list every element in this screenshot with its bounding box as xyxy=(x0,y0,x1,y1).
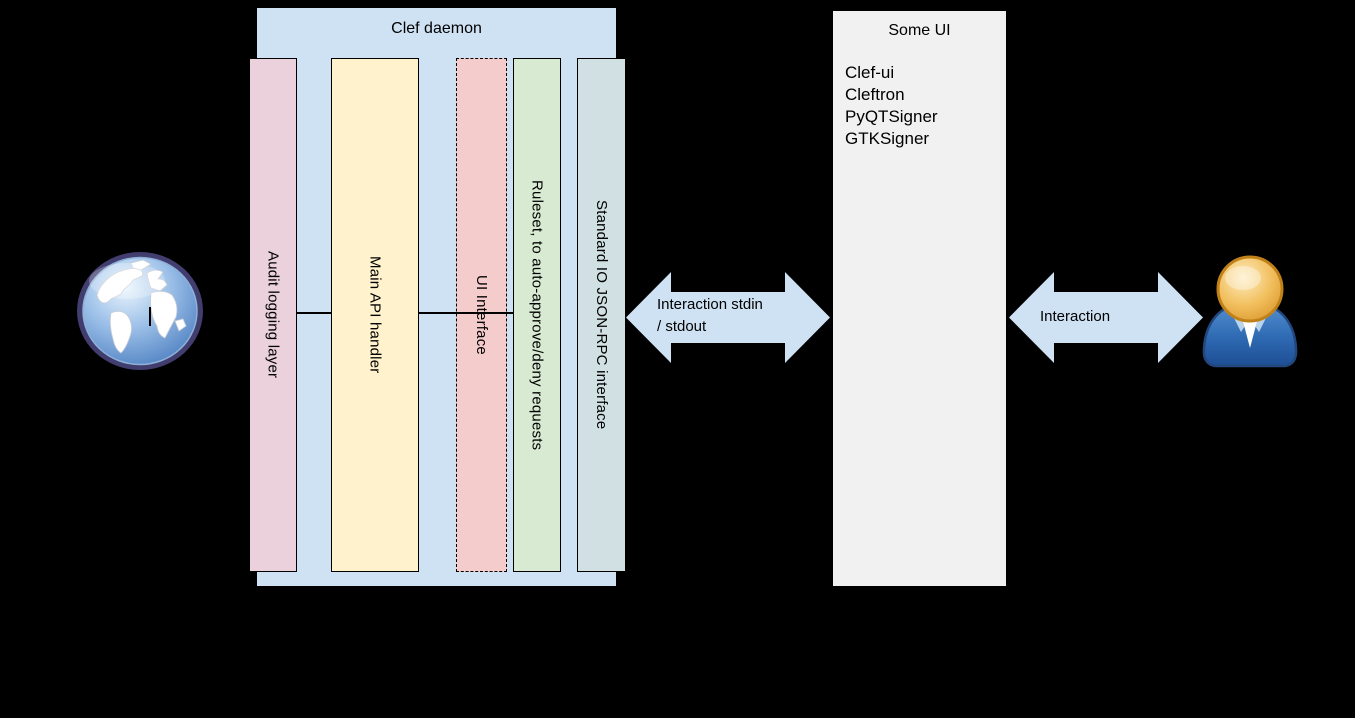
globe-icon xyxy=(77,252,203,370)
layer-ui-interface: UI Interface xyxy=(456,58,507,572)
layer-ui-interface-label: UI Interface xyxy=(473,275,490,355)
layer-ruleset: Ruleset, to auto-approve/deny requests xyxy=(513,58,561,572)
clef-daemon-box xyxy=(256,7,617,587)
user-head xyxy=(1216,255,1284,323)
layer-ruleset-label: Ruleset, to auto-approve/deny requests xyxy=(528,179,546,451)
layer-audit-logging-label: Audit logging layer xyxy=(264,251,282,379)
connector-audit-to-api xyxy=(297,312,331,314)
user-interaction-arrow-shape xyxy=(1009,272,1203,363)
stdio-interaction-arrow xyxy=(626,272,830,363)
some-ui-box xyxy=(832,10,1007,587)
some-ui-title: Some UI xyxy=(888,22,951,39)
connector-api-to-ruleset xyxy=(419,312,513,314)
user-interaction-arrow xyxy=(1009,272,1203,363)
user-icon xyxy=(1202,255,1298,368)
stdio-interaction-label-line1: Interaction stdin xyxy=(657,296,763,313)
user-interaction-label: Interaction xyxy=(1040,308,1111,325)
some-ui-item-clef-ui: Clef-ui xyxy=(845,63,895,82)
some-ui-item-cleftron: Cleftron xyxy=(845,85,905,104)
stdio-interaction-label: Interaction stdin / stdout xyxy=(657,294,763,338)
layer-stdio-jsonrpc-label: Standard IO JSON-RPC interface xyxy=(593,200,610,430)
clef-daemon-title: Clef daemon xyxy=(391,20,482,37)
globe-connector-tick xyxy=(149,307,151,326)
some-ui-item-pyqtsigner: PyQTSigner xyxy=(845,107,938,126)
stdio-interaction-label-line2: / stdout xyxy=(657,318,707,335)
some-ui-item-gtksigner: GTKSigner xyxy=(845,129,930,148)
layer-main-api-handler-label: Main API handler xyxy=(366,256,384,374)
stdio-interaction-arrow-shape xyxy=(626,272,830,363)
some-ui-list: Clef-ui Cleftron PyQTSigner GTKSigner xyxy=(845,62,1005,150)
layer-stdio-jsonrpc: Standard IO JSON-RPC interface xyxy=(577,58,626,572)
layer-audit-logging: Audit logging layer xyxy=(249,58,297,572)
layer-main-api-handler: Main API handler xyxy=(331,58,419,572)
